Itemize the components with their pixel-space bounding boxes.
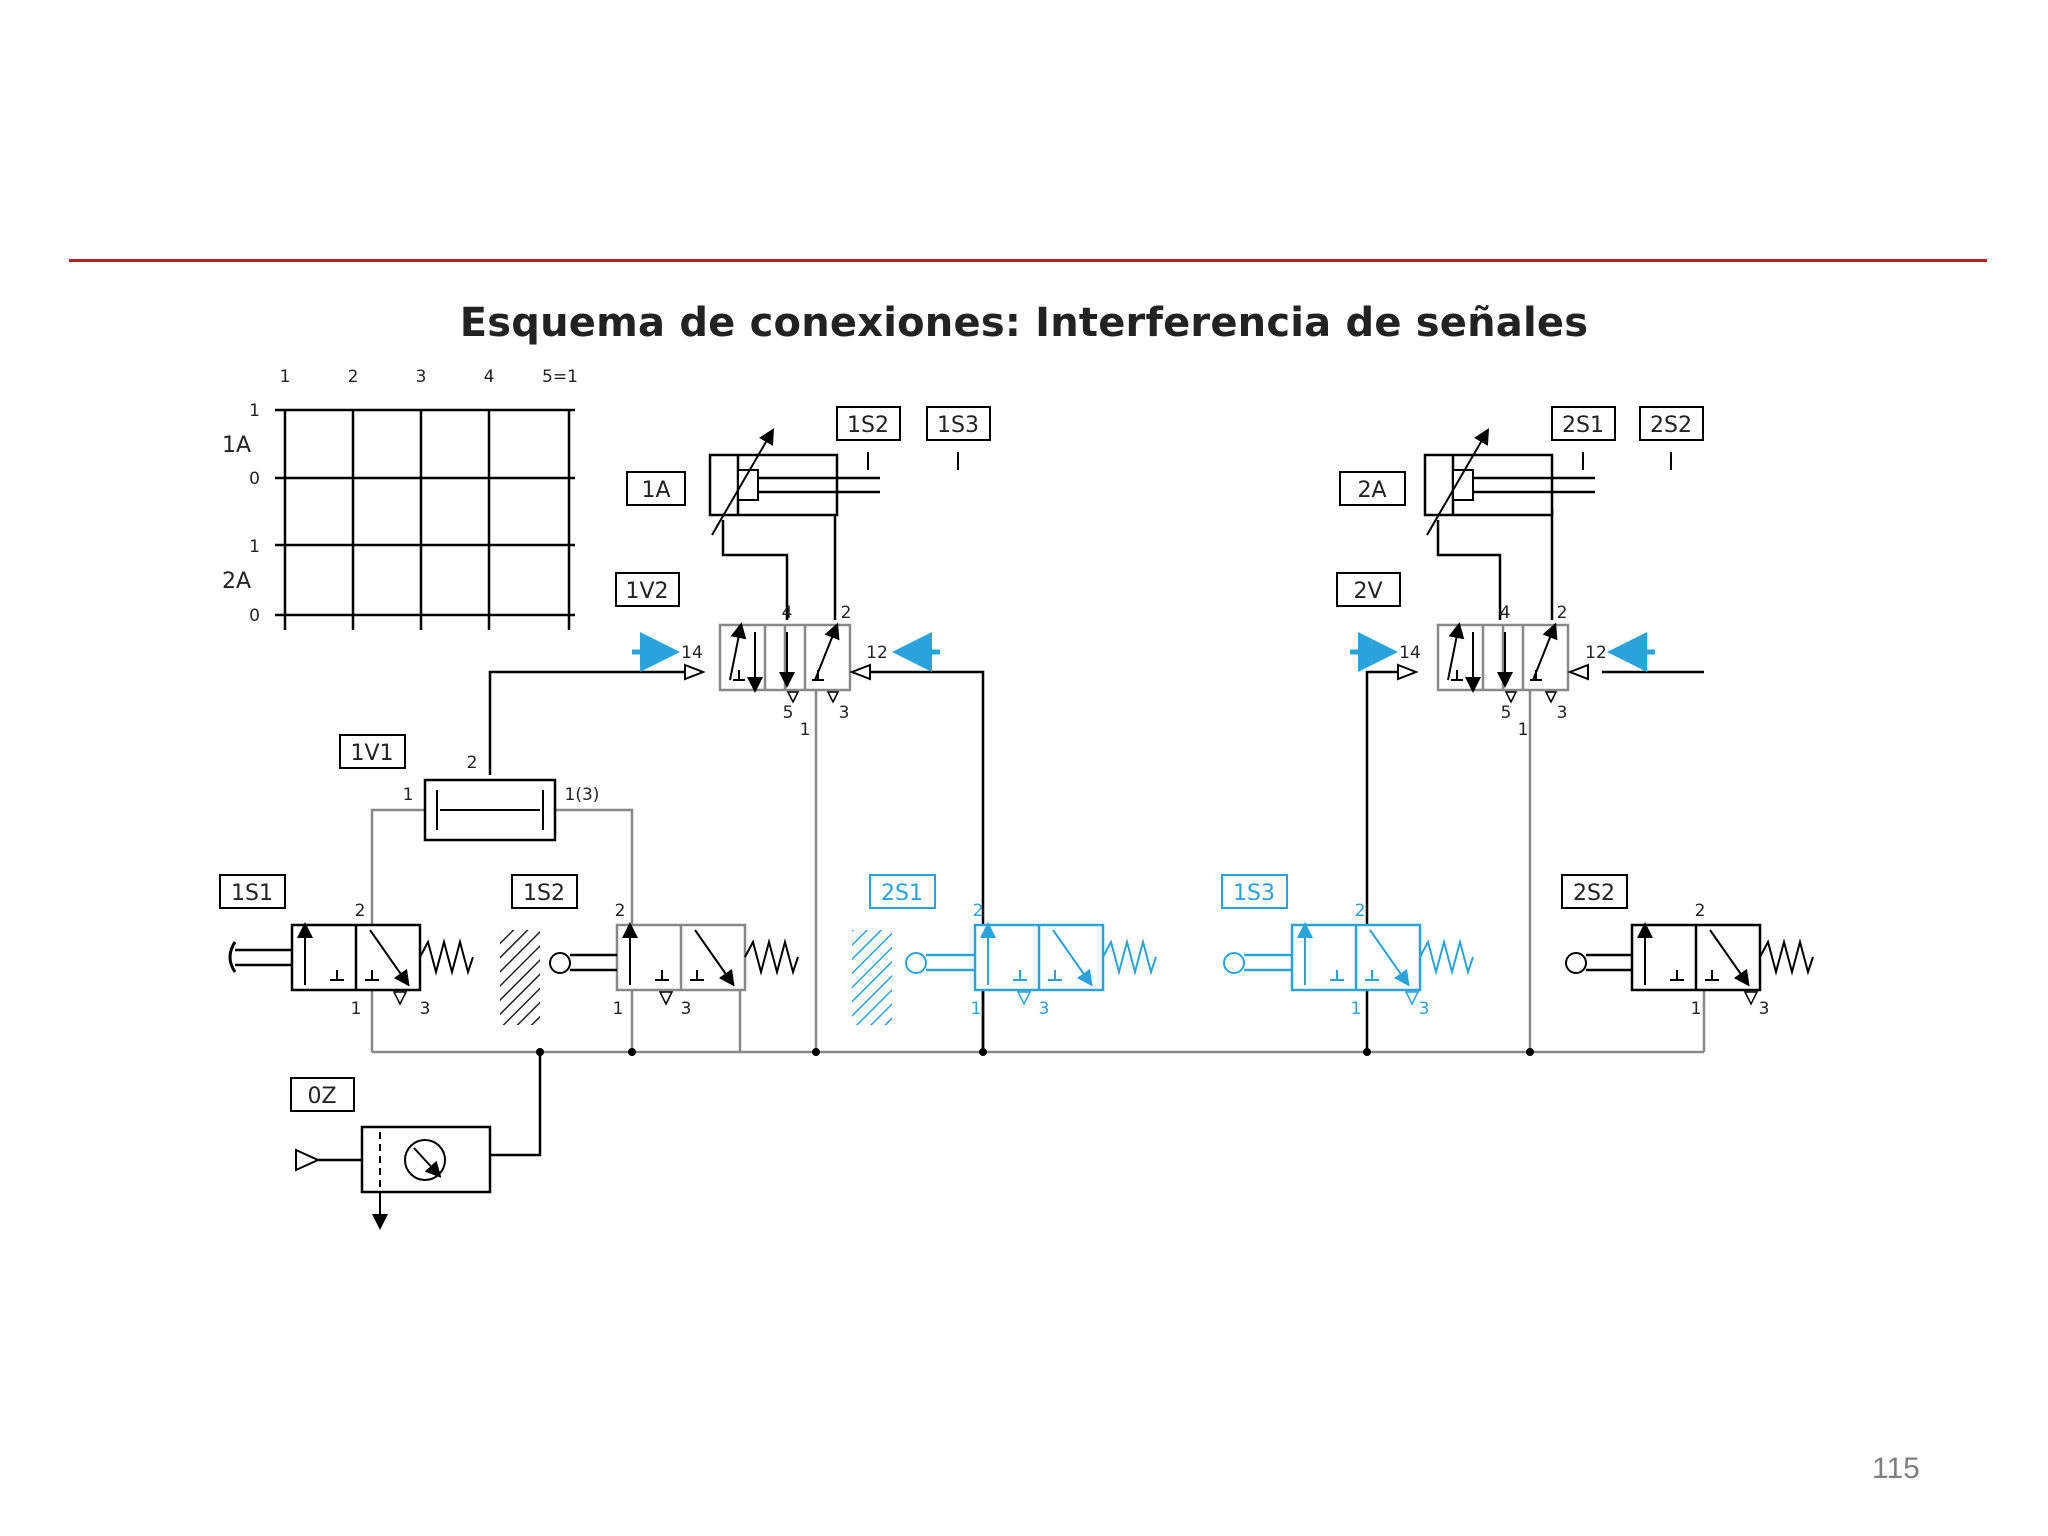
tag-1s2: 1S2 — [523, 881, 565, 906]
step-grid: 1 2 3 4 5=1 1 1A 0 1 2A 0 — [222, 367, 578, 630]
grid-2a-top: 1 — [249, 537, 260, 557]
tag-1s1: 1S1 — [231, 881, 273, 906]
tag-2v: 2V — [1353, 579, 1382, 604]
port-2v-14: 14 — [1399, 643, 1421, 663]
port-1s3-3: 3 — [1419, 999, 1430, 1019]
grid-1a-top: 1 — [249, 401, 260, 421]
signal-valve-1s1: 1S1 2 1 3 — [219, 874, 474, 1019]
port-1v1-in-right: 1(3) — [565, 785, 600, 805]
tag-1a-sensor-1s2: 1S2 — [847, 413, 889, 438]
tag-1s3: 1S3 — [1233, 881, 1275, 906]
main-valve-2v: 2V 4 2 14 12 5 1 3 — [1336, 572, 1655, 740]
grid-1a-bottom: 0 — [249, 469, 260, 489]
or-valve-1v1: 1V1 2 1 1(3) — [339, 734, 600, 842]
port-1v1-in-left: 1 — [403, 785, 414, 805]
grid-row-1a: 1A — [222, 433, 251, 458]
port-2s2-3: 3 — [1759, 999, 1770, 1019]
grid-step-2: 2 — [348, 367, 359, 387]
port-1v2-5: 5 — [783, 703, 794, 723]
port-2v-3: 3 — [1557, 703, 1568, 723]
port-2v-5: 5 — [1501, 703, 1512, 723]
port-2s2-2: 2 — [1695, 901, 1706, 921]
signal-valve-1s3: 1S3 2 1 3 — [1221, 874, 1474, 1019]
port-1v2-4: 4 — [782, 603, 793, 623]
port-1v2-3: 3 — [839, 703, 850, 723]
cylinder-2a: 2A 2S1 2S2 — [1339, 406, 1704, 536]
port-2v-4: 4 — [1500, 603, 1511, 623]
port-1s3-2: 2 — [1355, 901, 1366, 921]
port-1v1-out: 2 — [467, 753, 478, 773]
tag-1a: 1A — [641, 478, 670, 503]
tag-1v1: 1V1 — [350, 741, 393, 766]
signal-valve-2s2: 2S2 2 1 3 — [1561, 874, 1814, 1019]
port-1s3-1: 1 — [1351, 999, 1362, 1019]
grid-2a-bottom: 0 — [249, 606, 260, 626]
signal-valve-2s1: 2S1 2 1 3 — [852, 874, 1157, 1025]
tag-2s2: 2S2 — [1573, 881, 1615, 906]
port-1v2-12: 12 — [866, 643, 888, 663]
tag-0z: 0Z — [307, 1084, 336, 1109]
signal-valve-1s2: 1S2 2 1 3 — [500, 874, 799, 1025]
port-2s1-2: 2 — [973, 901, 984, 921]
tag-1v2: 1V2 — [625, 579, 668, 604]
port-1v2-14: 14 — [681, 643, 703, 663]
cylinder-1a: 1A 1S2 1S3 — [626, 406, 991, 536]
grid-step-5: 5=1 — [542, 367, 578, 387]
port-1s2-2: 2 — [615, 901, 626, 921]
port-1s1-3: 3 — [420, 999, 431, 1019]
port-2s1-1: 1 — [971, 999, 982, 1019]
port-2s1-3: 3 — [1039, 999, 1050, 1019]
grid-row-2a: 2A — [222, 569, 251, 594]
main-valve-1v2: 1V2 4 2 14 12 5 1 3 — [615, 572, 940, 740]
service-unit-0z: 0Z — [290, 1077, 492, 1230]
tag-2a-sensor-2s2: 2S2 — [1650, 413, 1692, 438]
port-2v-1: 1 — [1518, 720, 1529, 740]
port-2v-2: 2 — [1557, 603, 1568, 623]
port-1v2-2: 2 — [841, 603, 852, 623]
port-1s1-1: 1 — [351, 999, 362, 1019]
header-rule — [69, 259, 1987, 262]
tag-2s1: 2S1 — [881, 881, 923, 906]
grid-step-1: 1 — [280, 367, 291, 387]
page-number: 115 — [1872, 1452, 1920, 1485]
supply-lines — [370, 690, 1706, 1054]
port-1s2-3: 3 — [681, 999, 692, 1019]
grid-step-4: 4 — [484, 367, 495, 387]
grid-step-3: 3 — [416, 367, 427, 387]
tag-1a-sensor-1s3: 1S3 — [937, 413, 979, 438]
slide-title: Esquema de conexiones: Interferencia de … — [459, 300, 1589, 346]
tag-2a: 2A — [1357, 478, 1386, 503]
port-1s2-1: 1 — [613, 999, 624, 1019]
port-2s2-1: 1 — [1691, 999, 1702, 1019]
tag-2a-sensor-2s1: 2S1 — [1562, 413, 1604, 438]
port-2v-12: 12 — [1585, 643, 1607, 663]
port-1s1-2: 2 — [355, 901, 366, 921]
port-1v2-1: 1 — [800, 720, 811, 740]
